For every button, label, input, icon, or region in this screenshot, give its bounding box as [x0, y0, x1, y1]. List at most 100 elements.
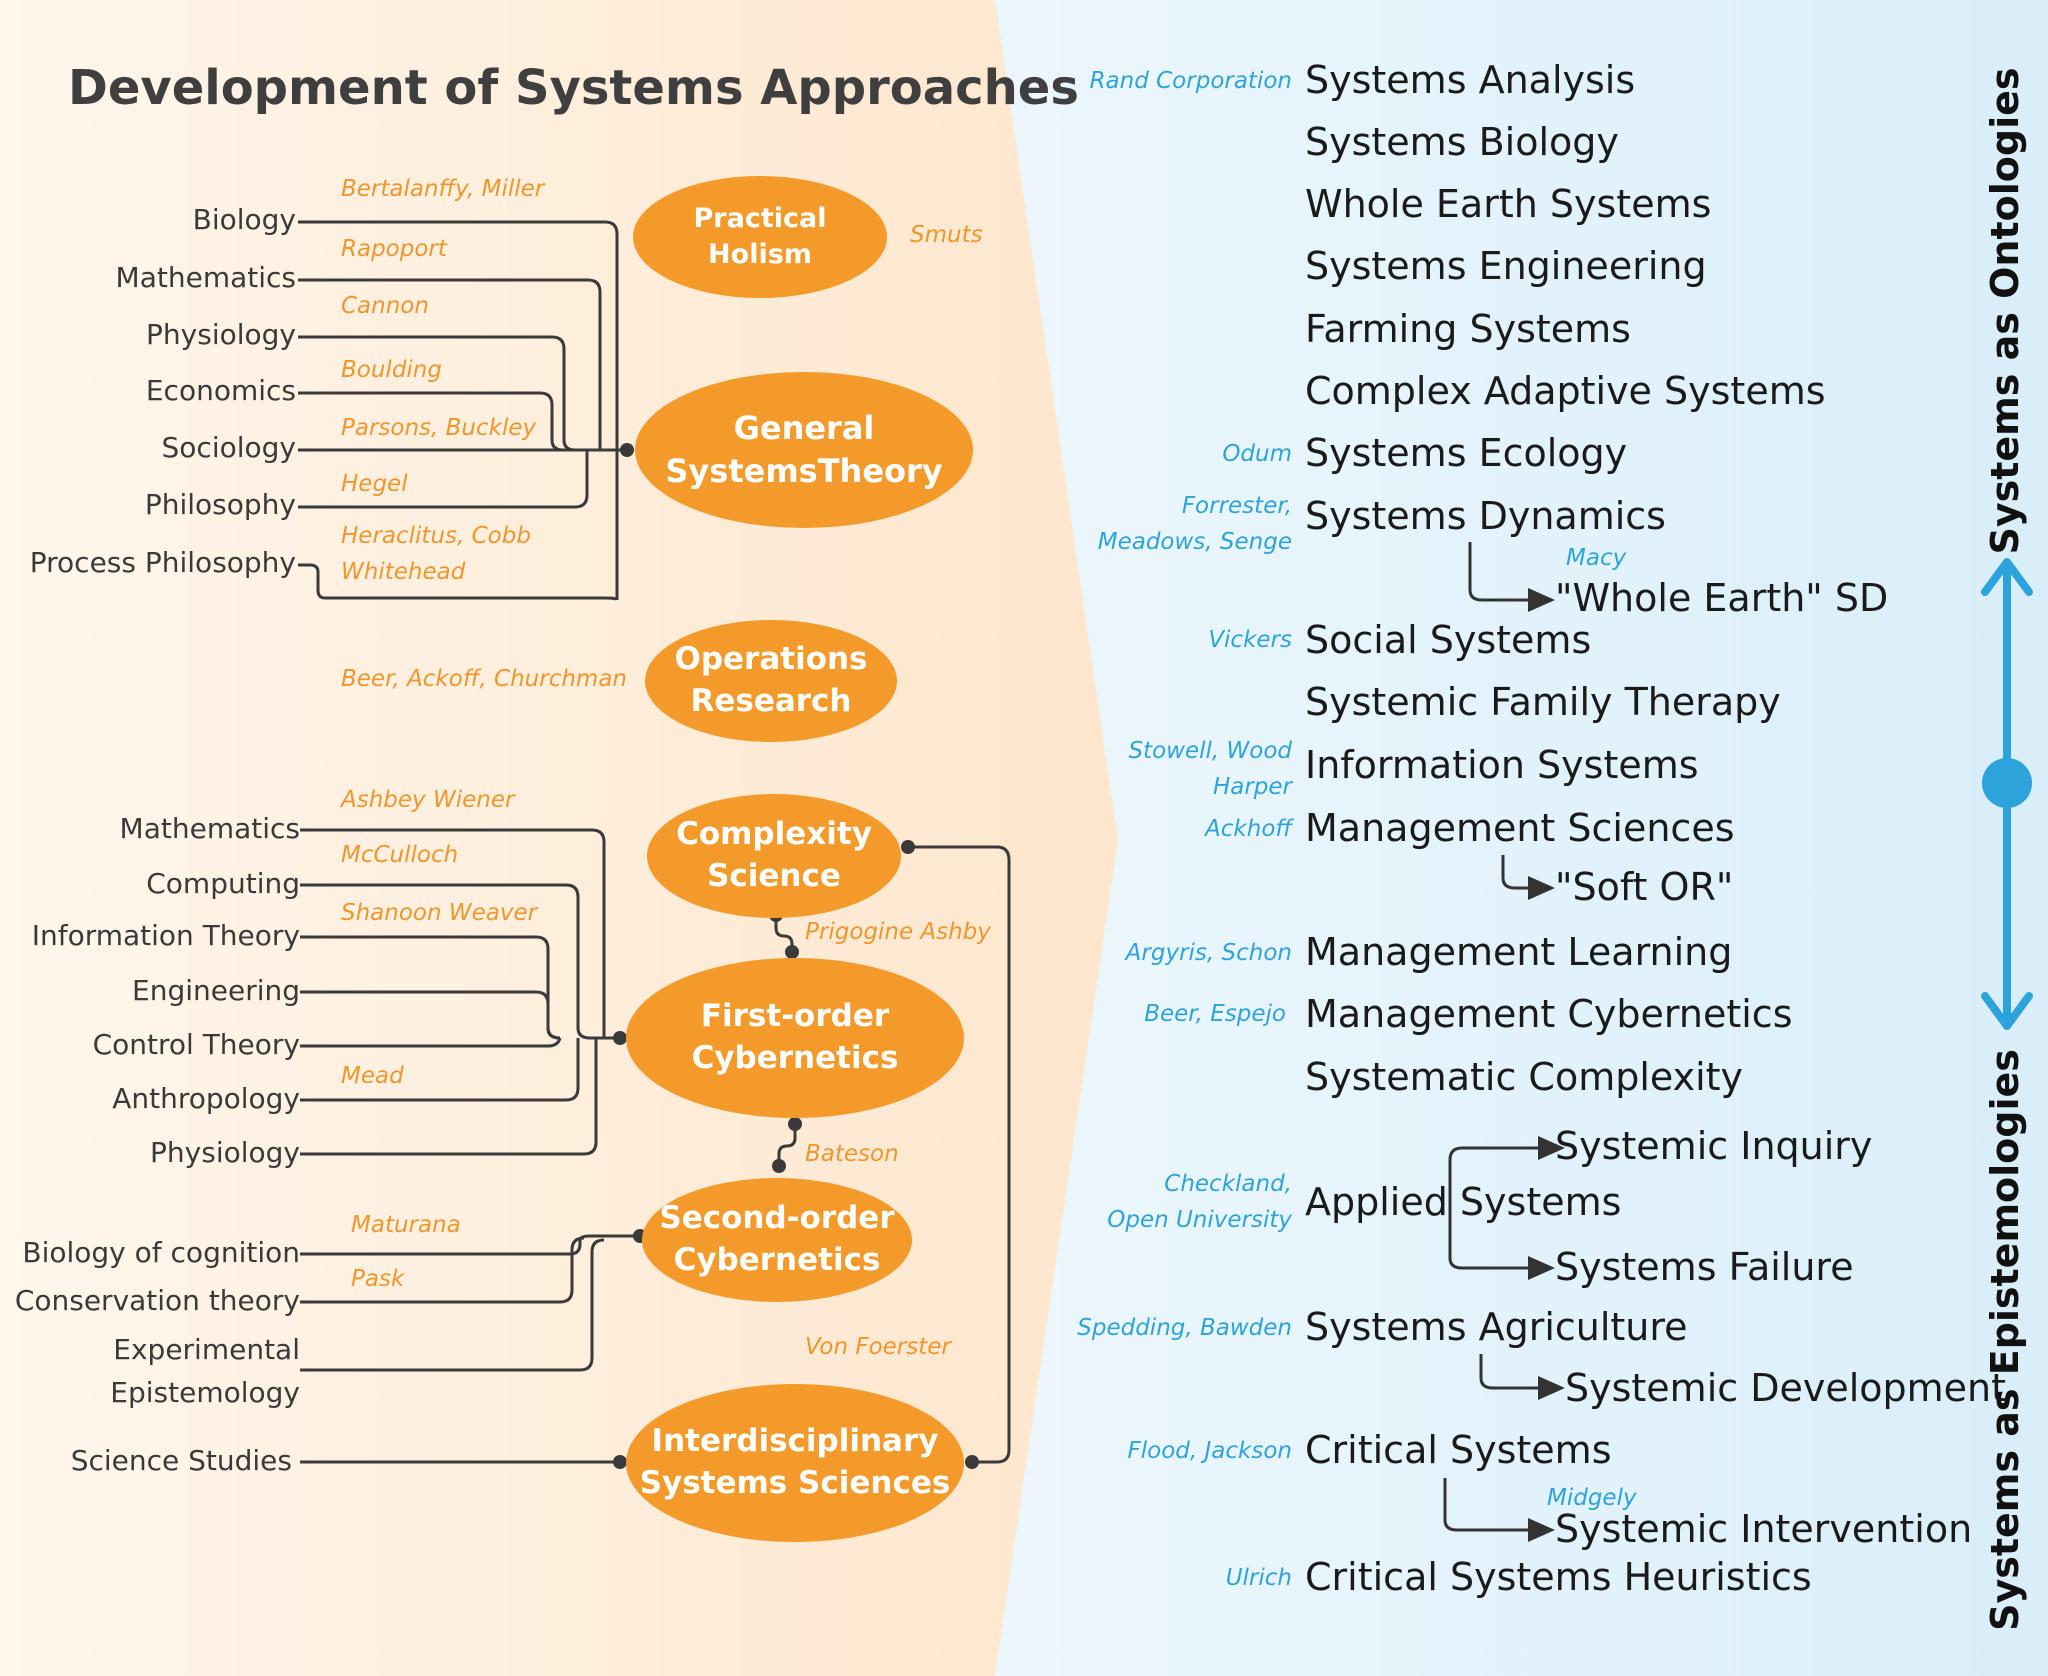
system-author: Vickers [1208, 627, 1292, 653]
node-interdisciplinary-systems-sciences-label: Interdisciplinary Systems Sciences [639, 1423, 951, 1501]
author-label: Smuts [910, 222, 983, 248]
sub-system-name: "Whole Earth" SD [1555, 576, 1889, 620]
author-label: Cannon [341, 293, 429, 319]
sub-system-name: Systems Failure [1555, 1245, 1854, 1289]
node-first-order-cybernetics: First-order Cybernetics [626, 958, 964, 1118]
system-name: Systems Dynamics [1305, 494, 1666, 538]
discipline-label: Mathematics [115, 261, 296, 294]
sub-system-name: Systemic Intervention [1555, 1507, 1973, 1551]
discipline-label: Sociology [161, 431, 296, 464]
system-name: Whole Earth Systems [1305, 182, 1712, 226]
node-complexity-science: Complexity Science [647, 794, 901, 918]
discipline-label: Mathematics [119, 812, 300, 845]
page-title: Development of Systems Approaches [68, 60, 1079, 116]
discipline-label: Anthropology [112, 1082, 300, 1115]
author-label: Whitehead [341, 559, 466, 585]
system-author: Odum [1222, 441, 1292, 467]
system-name: Systems Engineering [1305, 244, 1707, 288]
discipline-label: Conservation theory [14, 1284, 300, 1317]
author-label: Pask [351, 1266, 405, 1292]
soc-connectors [300, 845, 1011, 1464]
system-author: Flood, Jackson [1127, 1438, 1292, 1464]
node-practical-holism-label: Practical Holism [693, 202, 827, 270]
sub-system-name: "Soft OR" [1555, 865, 1734, 909]
axis-label-ontologies: Systems as Ontologies [1983, 67, 2027, 555]
discipline-label: Experimental [113, 1333, 300, 1366]
system-author: Forrester, Meadows, Senge [1097, 493, 1292, 555]
cyb-connectors [300, 828, 797, 1166]
author-label: Beer, Ackoff, Churchman [341, 666, 628, 692]
discipline-label: Science Studies [70, 1444, 292, 1477]
axis-label-epistemologies: Systems as Epistemologies [1983, 1049, 2027, 1631]
system-name: Systematic Complexity [1305, 1055, 1744, 1099]
discipline-label: Computing [146, 867, 300, 900]
node-first-order-cybernetics-label: First-order Cybernetics [691, 998, 899, 1076]
system-name: Applied Systems [1305, 1180, 1622, 1224]
author-label: Bertalanffy, Miller [341, 176, 545, 202]
author-label: Prigogine Ashby [805, 919, 991, 945]
discipline-label: Physiology [146, 318, 296, 351]
system-name: Critical Systems [1305, 1428, 1612, 1472]
author-label: Ashbey Wiener [341, 787, 515, 813]
system-name: Systems Analysis [1305, 58, 1636, 102]
discipline-label: Process Philosophy [29, 546, 296, 579]
system-author: Checkland, Open University [1107, 1171, 1292, 1233]
system-author: Rand Corporation [1089, 68, 1292, 94]
system-name: Complex Adaptive Systems [1305, 369, 1826, 413]
author-label: Maturana [351, 1212, 461, 1238]
author-label: Shanoon Weaver [341, 900, 538, 926]
node-general-systems-theory-label: General SystemsTheory [665, 408, 943, 490]
discipline-label: Engineering [132, 974, 300, 1007]
discipline-label: Information Theory [31, 919, 300, 952]
system-author: Ackhoff [1205, 816, 1292, 842]
author-label: Mead [341, 1063, 404, 1089]
system-name: Information Systems [1305, 743, 1699, 787]
node-practical-holism: Practical Holism [633, 176, 887, 298]
system-name: Management Cybernetics [1305, 992, 1793, 1036]
author-label: McCulloch [341, 842, 459, 868]
system-author: Beer, Espejo [1144, 1001, 1286, 1027]
node-interdisciplinary-systems-sciences: Interdisciplinary Systems Sciences [626, 1384, 964, 1542]
system-author: Midgely [1547, 1485, 1637, 1511]
author-label: Bateson [805, 1141, 899, 1167]
system-author: Stowell, Wood Harper [1128, 738, 1292, 800]
node-second-order-cybernetics-label: Second-order Cybernetics [659, 1200, 895, 1278]
system-author: Macy [1566, 545, 1627, 571]
discipline-label: Philosophy [144, 488, 296, 521]
discipline-label: Biology of cognition [22, 1236, 300, 1269]
author-label: Von Foerster [805, 1334, 951, 1360]
author-label: Boulding [341, 357, 442, 383]
node-general-systems-theory: General SystemsTheory [635, 372, 973, 528]
discipline-label: Control Theory [92, 1028, 300, 1061]
author-label: Rapoport [341, 236, 447, 262]
system-name: Management Sciences [1305, 806, 1735, 850]
node-operations-research-label: Operations Research [674, 641, 868, 719]
system-author: Spedding, Bawden [1077, 1315, 1292, 1341]
system-name: Systems Agriculture [1305, 1305, 1688, 1349]
system-name: Systems Biology [1305, 120, 1619, 164]
author-label: Hegel [341, 471, 408, 497]
system-name: Systems Ecology [1305, 431, 1628, 475]
node-operations-research: Operations Research [645, 620, 897, 742]
system-author: Argyris, Schon [1125, 940, 1292, 966]
sub-system-name: Systemic Development [1565, 1366, 2007, 1410]
system-name: Farming Systems [1305, 307, 1631, 351]
ontology-epistemology-axis [1981, 558, 2033, 1030]
discipline-label: Economics [145, 374, 296, 407]
node-complexity-science-label: Complexity Science [676, 816, 872, 894]
system-name: Management Learning [1305, 930, 1733, 974]
sub-system-arrows [1443, 542, 1565, 1542]
system-name: Critical Systems Heuristics [1305, 1555, 1812, 1599]
discipline-label: Epistemology [110, 1376, 300, 1409]
sub-system-name: Systemic Inquiry [1555, 1124, 1873, 1168]
system-name: Systemic Family Therapy [1305, 680, 1781, 724]
system-name: Social Systems [1305, 618, 1592, 662]
gst-connectors [298, 220, 625, 601]
author-label: Heraclitus, Cobb [341, 523, 531, 549]
node-second-order-cybernetics: Second-order Cybernetics [642, 1178, 912, 1302]
system-author: Ulrich [1225, 1565, 1292, 1591]
discipline-label: Biology [192, 203, 296, 236]
discipline-label: Physiology [150, 1136, 300, 1169]
author-label: Parsons, Buckley [341, 415, 537, 441]
